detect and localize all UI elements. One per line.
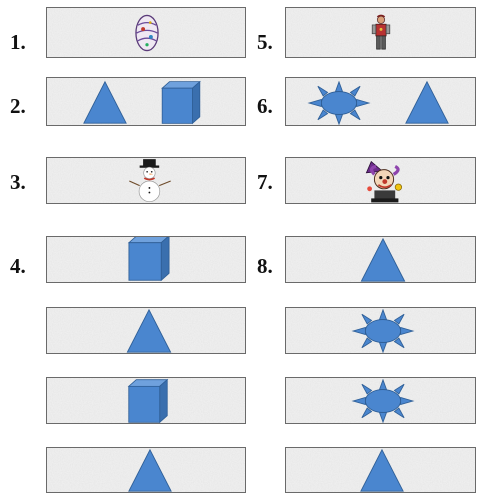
- strip-item-8-row-4: [285, 447, 476, 493]
- strip-item-2: [46, 77, 246, 126]
- strip-item-7: [285, 157, 476, 204]
- strip-item-6: [285, 77, 476, 126]
- strip-item-4-row-4: [46, 447, 246, 493]
- snowman-icon: [127, 158, 173, 204]
- sun-icon: [350, 379, 416, 423]
- cube-icon: [126, 378, 170, 424]
- strip-item-8-row-2: [285, 307, 476, 354]
- strip-item-4-row-3: [46, 377, 246, 424]
- sun-icon: [350, 309, 416, 353]
- strip-item-8: [285, 236, 476, 283]
- strip-texture: [47, 78, 245, 125]
- item-number-4: 4.: [10, 256, 26, 277]
- painted-oval-egg-icon: [134, 11, 160, 55]
- item-number-3: 3.: [10, 172, 26, 193]
- item-number-2: 2.: [10, 96, 26, 117]
- strip-item-4: [46, 236, 246, 283]
- triangle-icon: [404, 80, 450, 125]
- robot-figure-icon: [370, 10, 392, 56]
- strip-item-1: [46, 7, 246, 58]
- strip-item-5: [285, 7, 476, 58]
- item-number-6: 6.: [257, 96, 273, 117]
- triangle-icon: [359, 237, 407, 283]
- triangle-icon: [126, 448, 174, 493]
- item-number-8: 8.: [257, 256, 273, 277]
- item-number-5: 5.: [257, 32, 273, 53]
- item-number-1: 1.: [10, 32, 26, 53]
- cube-icon: [126, 236, 172, 282]
- clown-with-hat-icon: [358, 160, 410, 204]
- triangle-icon: [125, 308, 173, 354]
- triangle-icon: [358, 448, 406, 493]
- cube-icon: [159, 80, 203, 125]
- strip-item-4-row-2: [46, 307, 246, 354]
- strip-item-3: [46, 157, 246, 204]
- strip-item-8-row-3: [285, 377, 476, 424]
- sun-icon: [306, 81, 372, 125]
- item-number-7: 7.: [257, 172, 273, 193]
- triangle-icon: [82, 80, 128, 125]
